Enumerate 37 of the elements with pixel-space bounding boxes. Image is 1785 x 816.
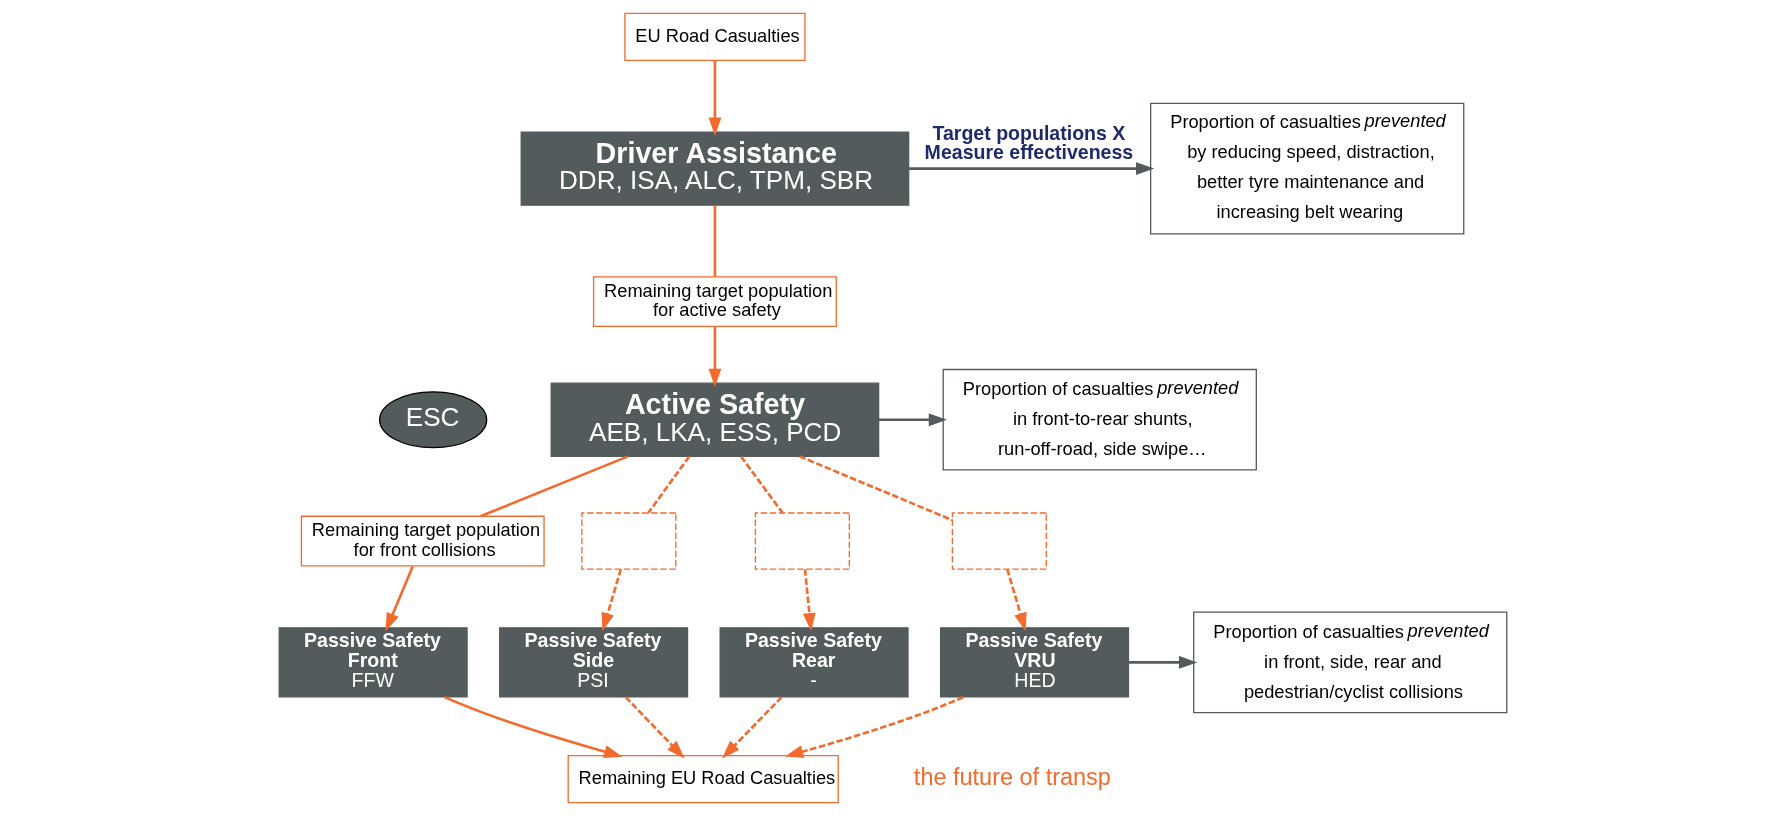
edge-label: Target populations X Measure effectiveness <box>924 121 1133 164</box>
node-box <box>580 512 676 570</box>
node-box: Passive Safety Rear - <box>719 627 909 698</box>
connector <box>739 455 784 514</box>
node-ellipse: ESC <box>378 391 487 449</box>
arrow <box>601 568 622 632</box>
node-box: Remaining target population for front collisions <box>300 515 545 567</box>
arrow <box>443 695 622 758</box>
label: the future of transp <box>913 763 1111 790</box>
arrow <box>908 162 1154 175</box>
arrow <box>1128 656 1197 669</box>
arrow <box>802 569 816 632</box>
connector <box>798 455 953 522</box>
node-box: Proportion of casualties prevented in front-to-rear shunts, run-off-road, side swipe… <box>942 368 1257 471</box>
node-box <box>754 512 850 570</box>
node-box <box>951 512 1047 570</box>
arrow <box>624 696 685 759</box>
arrow <box>385 565 414 632</box>
node-box: Passive Safety Front FFW <box>278 627 468 698</box>
node-box: EU Road Casualties <box>623 12 806 61</box>
node-box: Remaining target population for active safety <box>592 276 837 328</box>
node-box: Passive Safety VRU HED <box>939 627 1129 698</box>
node-box: Proportion of casualties prevented by reducing speed, distraction, better tyre maintenance and increasing belt wearing <box>1149 102 1464 235</box>
connector <box>479 455 629 518</box>
arrow <box>784 696 964 758</box>
connector <box>713 205 716 277</box>
node-box: Driver Assistance DDR, ISA, ALC, TPM, SBR <box>520 131 909 206</box>
arrow <box>721 696 782 759</box>
node-box: Proportion of casualties prevented in front, side, rear and pedestrian/cyclist collisions <box>1192 611 1507 714</box>
arrow <box>708 326 721 388</box>
arrow <box>708 60 721 136</box>
arrow <box>1005 568 1027 632</box>
arrow <box>878 413 947 427</box>
node-box: Passive Safety Side PSI <box>498 627 688 698</box>
node-box: Remaining EU Road Casualties <box>567 755 839 804</box>
connector <box>646 455 690 514</box>
node-box: Active Safety AEB, LKA, ESS, PCD <box>550 382 879 457</box>
